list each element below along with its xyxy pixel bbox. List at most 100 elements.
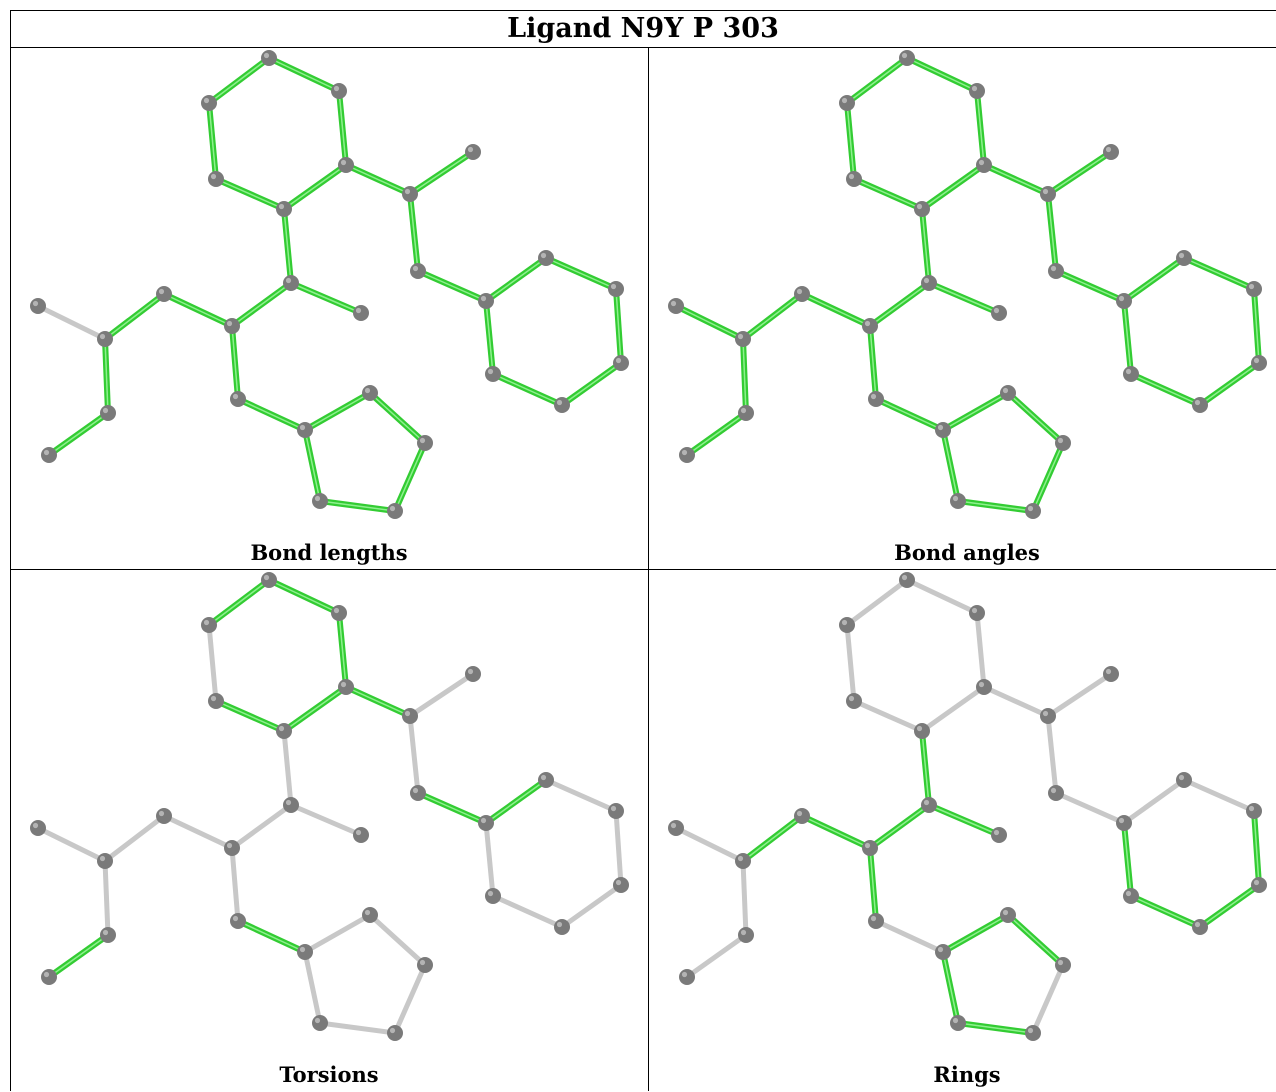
atom-10	[156, 286, 172, 302]
atom-shine-3	[978, 681, 985, 688]
atom-9	[30, 298, 46, 314]
atom-shine-17	[610, 283, 617, 290]
atom-13	[97, 331, 113, 347]
bond-28	[392, 962, 428, 1036]
atom-shine-2	[841, 619, 848, 626]
atom-9	[30, 820, 46, 836]
page-title: Ligand N9Y P 303	[507, 13, 779, 44]
atom-shine-2	[203, 619, 210, 626]
bond-3	[229, 802, 294, 851]
bond-highlight-28	[394, 442, 426, 512]
atom-shine-15	[1178, 774, 1185, 781]
bond-highlight-9	[48, 934, 109, 978]
table-border-left	[10, 10, 11, 1091]
atom-shine-28	[1027, 1027, 1034, 1034]
bond-highlight-2	[163, 293, 233, 327]
atom-3	[338, 679, 354, 695]
bond-highlight-24	[1130, 373, 1201, 406]
atom-shine-20	[1125, 890, 1132, 897]
atom-shine-20	[487, 368, 494, 375]
bond-highlight-11	[208, 102, 217, 180]
bond-highlight-23	[1199, 884, 1260, 928]
bond-highlight-6	[231, 325, 239, 400]
bond-highlight-3	[231, 282, 292, 327]
atom-0	[261, 50, 277, 66]
atom-10	[794, 808, 810, 824]
table-border-top	[10, 10, 1276, 11]
atom-17	[1246, 281, 1262, 297]
atom-19	[230, 391, 246, 407]
atom-26	[679, 969, 695, 985]
atom-shine-0	[263, 52, 270, 59]
atom-shine-0	[901, 52, 908, 59]
atom-shine-23	[299, 424, 306, 431]
bond-highlight-20	[485, 257, 547, 302]
bond-highlight-14	[338, 612, 347, 688]
atom-shine-4	[210, 173, 217, 180]
atom-shine-26	[681, 449, 688, 456]
atom-3	[976, 679, 992, 695]
bond-highlight-23	[1199, 362, 1260, 406]
atom-18	[1251, 877, 1267, 893]
atom-shine-0	[263, 574, 270, 581]
atom-shine-13	[737, 855, 744, 862]
bond-highlight-29	[319, 500, 396, 512]
bond-highlight-22	[615, 288, 622, 364]
bond-highlight-25	[1123, 300, 1132, 375]
atom-22	[100, 405, 116, 421]
bond-10	[851, 698, 925, 734]
atom-14	[1048, 785, 1064, 801]
atom-shine-21	[1002, 387, 1009, 394]
atom-shine-11	[226, 842, 233, 849]
bond-highlight-18	[409, 193, 419, 272]
atom-2	[839, 95, 855, 111]
bond-13	[904, 577, 980, 616]
bond-highlight-13	[268, 57, 340, 92]
atom-24	[417, 957, 433, 973]
atom-20	[485, 888, 501, 904]
atom-shine-19	[870, 393, 877, 400]
atom-shine-28	[389, 505, 396, 512]
atom-shine-26	[43, 449, 50, 456]
atom-23	[297, 944, 313, 960]
atom-shine-13	[737, 333, 744, 340]
atom-shine-2	[203, 97, 210, 104]
atom-shine-18	[615, 879, 622, 886]
atom-25	[554, 919, 570, 935]
bond-highlight-26	[942, 392, 1009, 431]
atom-14	[410, 263, 426, 279]
bond-highlight-12	[846, 57, 908, 104]
atom-shine-17	[1248, 283, 1255, 290]
atom-16	[1116, 815, 1132, 831]
bond-highlight-8	[104, 338, 109, 414]
bond-24	[490, 893, 565, 930]
bond-highlight-2	[801, 293, 871, 327]
atom-8	[921, 275, 937, 291]
bond-highlight-12	[208, 579, 270, 626]
bond-5	[281, 728, 294, 808]
atom-shine-28	[1027, 505, 1034, 512]
bond-4	[288, 802, 364, 838]
atom-4	[846, 171, 862, 187]
atom-shine-22	[102, 407, 109, 414]
bond-highlight-14	[976, 90, 985, 166]
bond-highlight-3	[869, 282, 930, 327]
atom-shine-11	[864, 842, 871, 849]
atom-26	[41, 447, 57, 463]
bond-highlight-13	[268, 579, 340, 614]
atom-shine-6	[916, 725, 923, 732]
atom-shine-10	[158, 288, 165, 295]
bond-highlight-15	[921, 164, 985, 210]
bond-highlight-10	[215, 700, 285, 732]
atom-28	[387, 1025, 403, 1041]
atom-shine-3	[978, 159, 985, 166]
atom-shine-20	[487, 890, 494, 897]
atom-shine-5	[467, 668, 474, 675]
bond-highlight-1	[104, 293, 165, 340]
atom-shine-10	[796, 810, 803, 817]
atom-24	[1055, 957, 1071, 973]
atom-shine-11	[864, 320, 871, 327]
bond-highlight-3	[869, 804, 930, 849]
molecule-diagram-torsions	[30, 572, 629, 1041]
bond-17	[1045, 671, 1114, 719]
